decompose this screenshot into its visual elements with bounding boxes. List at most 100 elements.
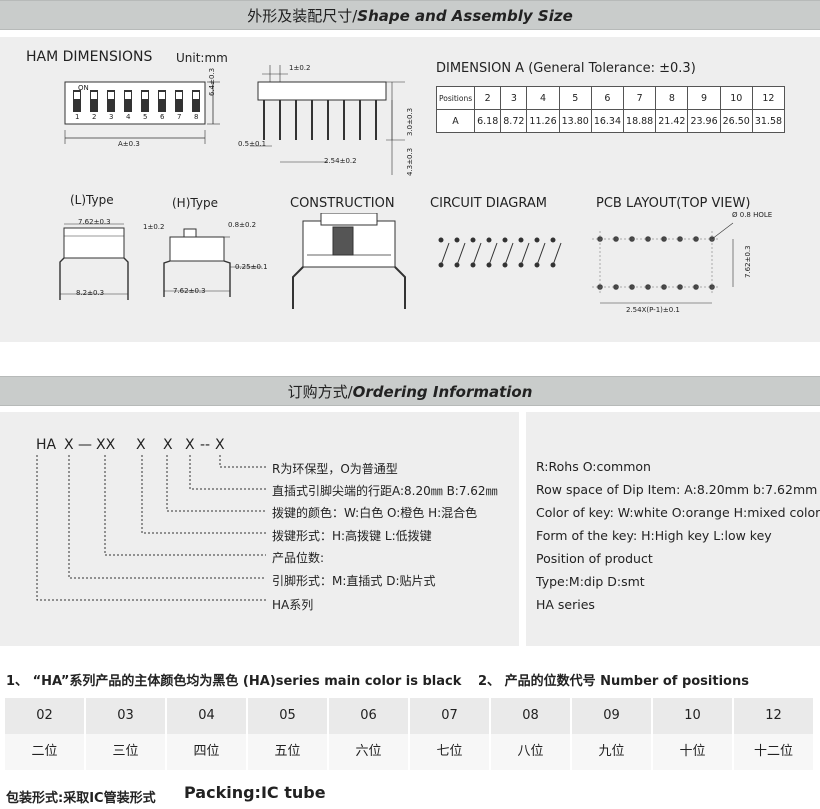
table-cell: 16.34 (590, 109, 625, 133)
position-cn: 九位 (572, 734, 651, 770)
table-cell: 7 (623, 86, 657, 110)
l-type-drawing (59, 223, 129, 300)
shape-banner-en: Shape and Assembly Size (357, 7, 573, 25)
position-cn: 五位 (248, 734, 327, 770)
l-type-top-dim: 7.62±0.3 (78, 218, 111, 226)
switch-num-2: 2 (92, 113, 97, 121)
packing-cn: 包装形式:采取IC管装形式 (6, 791, 156, 806)
switch-num-3: 3 (109, 113, 114, 121)
table-cell: 26.50 (719, 109, 753, 133)
packing-en: Packing:IC tube (184, 783, 326, 802)
pcb-layout-drawing (592, 222, 734, 304)
table-row: A 6.18 8.72 11.26 13.80 16.34 18.88 21.4… (435, 109, 786, 133)
pcb-7-62-dim: 7.62±0.3 (744, 245, 752, 278)
switch-num-1: 1 (75, 113, 80, 121)
note-positions: 2、 产品的位数代号 Number of positions (478, 674, 749, 689)
order-cn-line-7: HA系列 (272, 598, 314, 612)
circuit-diagram (438, 237, 562, 268)
position-cn: 六位 (329, 734, 408, 770)
table-cell: 18.88 (623, 109, 657, 133)
table-cell: 23.96 (687, 109, 721, 133)
order-code-x2: X (136, 437, 146, 453)
h-type-title: (H)Type (172, 196, 218, 210)
order-cn-line-1: R为环保型，O为普通型 (272, 462, 398, 476)
order-code-dashes: -- (200, 437, 211, 453)
dim-4-3: 4.3±0.3 (406, 147, 414, 176)
h-type-0-8-dim: 0.8±0.2 (228, 221, 257, 229)
table-cell: 6.18 (474, 109, 502, 133)
order-cn-line-6: 引脚形式：M:直插式 D:贴片式 (272, 574, 436, 588)
note-main-color: 1、 “HA”系列产品的主体颜色均为黑色 (HA)series main col… (6, 674, 462, 689)
switch-num-7: 7 (177, 113, 182, 121)
position-code: 09 (572, 698, 651, 734)
table-cell: 2 (474, 86, 502, 110)
shape-banner-cn: 外形及装配尺寸/ (247, 7, 358, 25)
switch-num-6: 6 (160, 113, 165, 121)
dim-6-4: 6.4±0.3 (208, 67, 216, 96)
position-code: 12 (734, 698, 813, 734)
table-cell: 21.42 (655, 109, 689, 133)
order-en-line-7: HA series (536, 597, 595, 612)
dip-switch-side-view (250, 65, 405, 175)
order-en-line-5: Position of product (536, 551, 653, 566)
switch-num-4: 4 (126, 113, 131, 121)
ordering-banner-cn: 订购方式/ (287, 383, 353, 401)
order-en-line-1: R:Rohs O:common (536, 459, 651, 474)
position-code: 02 (5, 698, 84, 734)
position-code: 10 (653, 698, 732, 734)
l-type-title: (L)Type (70, 193, 114, 207)
dip-switch-top-view (64, 81, 220, 144)
position-code: 07 (410, 698, 489, 734)
position-cn: 三位 (86, 734, 165, 770)
position-cn: 四位 (167, 734, 246, 770)
dimension-table: Positions 2 3 4 5 6 7 8 9 10 12 A 6.18 8… (435, 86, 786, 133)
order-en-line-3: Color of key: W:white O:orange H:mixed c… (536, 505, 820, 520)
ham-dimensions-title: HAM DIMENSIONS (26, 49, 153, 65)
ordering-banner: 订购方式/Ordering Information (0, 376, 820, 406)
h-type-drawing (163, 228, 262, 297)
table-cell: 5 (558, 86, 592, 110)
order-code-x4: X (185, 437, 195, 453)
table-cell: 9 (687, 86, 721, 110)
dim-0-5: 0.5±0.1 (238, 140, 267, 148)
order-code-x5: X (215, 437, 225, 453)
order-code-xx: XX (96, 437, 116, 453)
position-cn: 七位 (410, 734, 489, 770)
pcb-hole-label: Ø 0.8 HOLE (732, 211, 773, 219)
dimension-table-title: DIMENSION A (General Tolerance: ±0.3) (436, 61, 696, 76)
table-cell: 8.72 (500, 109, 528, 133)
construction-title: CONSTRUCTION (290, 196, 395, 211)
pcb-layout-title: PCB LAYOUT(TOP VIEW) (596, 196, 751, 211)
shape-banner: 外形及装配尺寸/Shape and Assembly Size (0, 0, 820, 30)
position-cn: 十位 (653, 734, 732, 770)
positions-cn-row: 二位 三位 四位 五位 六位 七位 八位 九位 十位 十二位 (5, 734, 815, 770)
position-code: 03 (86, 698, 165, 734)
order-code-x3: X (163, 437, 173, 453)
order-cn-line-4: 拨键形式：H:高拨键 L:低拨键 (272, 529, 432, 543)
order-cn-line-5: 产品位数: (272, 551, 325, 565)
order-code-x1: X (64, 437, 74, 453)
position-cn: 二位 (5, 734, 84, 770)
order-en-line-6: Type:M:dip D:smt (536, 574, 645, 589)
table-cell: 6 (590, 86, 625, 110)
ordering-cn-panel (0, 412, 519, 646)
table-cell: 8 (655, 86, 689, 110)
switch-num-8: 8 (194, 113, 199, 121)
ordering-en-panel (526, 412, 820, 646)
order-leader-lines (36, 455, 266, 601)
circuit-diagram-title: CIRCUIT DIAGRAM (430, 196, 547, 211)
order-en-line-2: Row space of Dip Item: A:8.20mm b:7.62mm (536, 482, 818, 497)
position-cn: 八位 (491, 734, 570, 770)
table-cell: 10 (719, 86, 753, 110)
table-cell: 13.80 (558, 109, 592, 133)
order-code-dash: — (78, 437, 92, 453)
h-type-7-62-dim: 7.62±0.3 (173, 287, 206, 295)
positions-grid: 02 03 04 05 06 07 08 09 10 12 二位 三位 四位 五… (5, 698, 815, 770)
dim-3-0: 3.0±0.3 (406, 107, 414, 136)
table-cell: 11.26 (526, 109, 560, 133)
table-cell: 3 (500, 86, 528, 110)
table-header-positions: Positions (435, 86, 476, 110)
order-en-line-4: Form of the key: H:High key L:low key (536, 528, 772, 543)
position-code: 06 (329, 698, 408, 734)
table-cell: 31.58 (751, 109, 786, 133)
